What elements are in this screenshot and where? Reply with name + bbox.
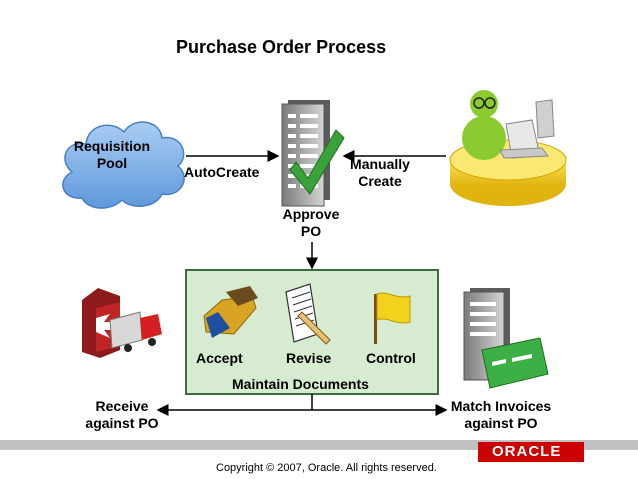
connectors <box>156 150 448 416</box>
requisition-pool-label: Requisition Pool <box>64 138 160 172</box>
copyright-text: Copyright © 2007, Oracle. All rights res… <box>216 462 437 474</box>
page-title: Purchase Order Process <box>176 37 387 57</box>
invoice-documents-icon <box>463 288 549 389</box>
approve-po-line-2: PO <box>300 223 322 239</box>
action-accept: Accept <box>196 350 243 366</box>
receive-line-1: Receive <box>95 398 149 414</box>
maintain-documents-title: Maintain Documents <box>232 376 369 392</box>
handshake-icon <box>203 286 258 338</box>
match-invoices-line-1: Match Invoices <box>450 398 552 414</box>
approve-po-line-1: Approve <box>282 206 340 222</box>
manually-create-line-2: Create <box>358 173 402 189</box>
oracle-logo: ORACLE <box>492 443 562 460</box>
manually-create-line-1: Manually <box>350 156 410 172</box>
person-computer-icon <box>449 90 567 206</box>
cloud-icon <box>62 121 185 209</box>
match-invoices-label: Match Invoices against PO <box>440 398 562 432</box>
receive-line-2: against PO <box>85 415 159 431</box>
requisition-pool-line-1: Requisition <box>73 138 151 154</box>
action-control: Control <box>366 350 416 366</box>
footer-bar <box>0 440 638 462</box>
approve-po-label: Approve PO <box>272 206 350 240</box>
document-check-icon <box>281 100 345 207</box>
autocreate-label: AutoCreate <box>184 164 260 180</box>
action-revise: Revise <box>286 350 332 366</box>
requisition-pool-line-2: Pool <box>96 155 128 171</box>
truck-dock-icon <box>82 288 162 358</box>
receive-label: Receive against PO <box>72 398 172 432</box>
match-invoices-line-2: against PO <box>464 415 538 431</box>
manually-create-label: Manually Create <box>340 156 420 190</box>
document-pencil-icon <box>285 283 331 345</box>
flag-icon <box>374 292 411 344</box>
